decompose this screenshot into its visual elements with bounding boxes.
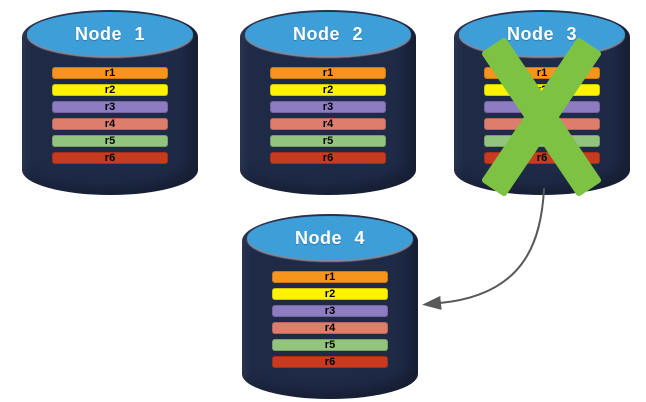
replica-bar: r3	[52, 101, 168, 113]
replica-bar: r5	[272, 339, 388, 351]
replica-bar: r4	[270, 118, 386, 130]
replica-bar: r6	[272, 356, 388, 368]
replica-bar: r1	[52, 67, 168, 79]
replica-bar: r2	[270, 84, 386, 96]
node-4-cylinder: Node 4 r1 r2 r3 r4 r5 r6	[242, 213, 418, 399]
replica-bar: r4	[272, 322, 388, 334]
node-2-replica-list: r1 r2 r3 r4 r5 r6	[270, 67, 386, 169]
node-1-replica-list: r1 r2 r3 r4 r5 r6	[52, 67, 168, 169]
replica-bar: r2	[272, 288, 388, 300]
node-2-cylinder-top: Node 2	[245, 12, 411, 56]
node-title: Node 1	[74, 23, 145, 44]
replica-bar: r6	[52, 152, 168, 164]
replica-bar: r1	[272, 271, 388, 283]
node-4-replica-list: r1 r2 r3 r4 r5 r6	[272, 271, 388, 373]
replica-bar: r2	[52, 84, 168, 96]
node-title: Node 4	[294, 227, 365, 248]
node-2-cylinder: Node 2 r1 r2 r3 r4 r5 r6	[240, 9, 416, 195]
replica-bar: r4	[52, 118, 168, 130]
failover-arrow-path	[422, 188, 545, 310]
replica-bar: r3	[270, 101, 386, 113]
replica-bar: r1	[270, 67, 386, 79]
failure-x-icon	[480, 36, 603, 198]
node-4-cylinder-top: Node 4	[247, 216, 413, 260]
node-1-cylinder-top: Node 1	[27, 12, 193, 56]
node-title: Node 2	[292, 23, 363, 44]
replica-bar: r5	[52, 135, 168, 147]
node-title: Node 3	[506, 23, 577, 44]
node-1-cylinder: Node 1 r1 r2 r3 r4 r5 r6	[22, 9, 198, 195]
replica-bar: r5	[270, 135, 386, 147]
replica-bar: r3	[272, 305, 388, 317]
replica-bar: r6	[270, 152, 386, 164]
